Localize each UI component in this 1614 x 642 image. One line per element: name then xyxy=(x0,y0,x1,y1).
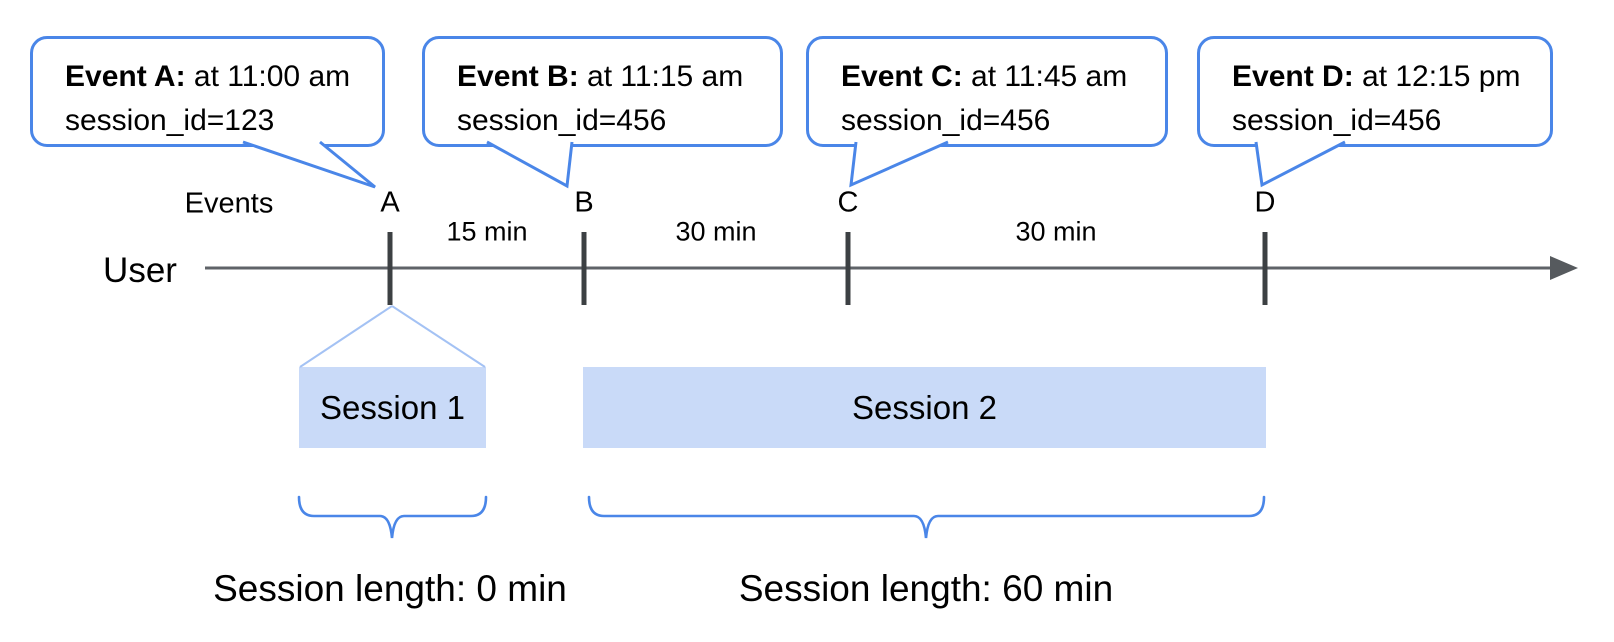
callout-tail-d xyxy=(1254,140,1346,188)
event-marker-b: B xyxy=(574,186,594,219)
event-d-title: Event D: xyxy=(1232,60,1354,93)
funnel-line-left xyxy=(299,305,393,368)
event-d-session-id: session_id=456 xyxy=(1232,104,1442,137)
event-a-session-id: session_id=123 xyxy=(65,104,275,137)
event-b-callout: Event B: at 11:15 am session_id=456 xyxy=(422,36,783,147)
event-c-callout-line1: Event C: at 11:45 am xyxy=(841,55,1165,99)
callout-tail-b xyxy=(486,140,574,189)
event-d-callout: Event D: at 12:15 pm session_id=456 xyxy=(1197,36,1553,147)
event-c-time: at 11:45 am xyxy=(962,60,1128,93)
event-marker-a: A xyxy=(380,186,400,219)
session-2-length-label: Session length: 60 min xyxy=(738,568,1114,609)
events-axis-label: Events xyxy=(184,187,274,220)
event-a-time: at 11:00 am xyxy=(185,60,351,93)
event-marker-c: C xyxy=(837,186,859,219)
interval-c-d-label: 30 min xyxy=(1015,216,1097,247)
event-a-title: Event A: xyxy=(65,60,186,93)
session-2-box: Session 2 xyxy=(583,367,1266,448)
session-1-box: Session 1 xyxy=(299,367,486,448)
event-c-callout: Event C: at 11:45 am session_id=456 xyxy=(806,36,1168,147)
session-2-label: Session 2 xyxy=(852,388,997,426)
funnel-line-right xyxy=(391,305,486,368)
event-c-session-id: session_id=456 xyxy=(841,104,1051,137)
session-1-label: Session 1 xyxy=(320,388,465,426)
brace-session-1 xyxy=(297,495,488,539)
event-b-session-id: session_id=456 xyxy=(457,104,667,137)
event-a-callout: Event A: at 11:00 am session_id=123 xyxy=(30,36,385,147)
event-marker-d: D xyxy=(1254,186,1276,219)
callout-tail-c xyxy=(849,140,949,188)
event-c-title: Event C: xyxy=(841,60,963,93)
timeline-arrowhead-icon xyxy=(1550,256,1578,280)
event-b-callout-line1: Event B: at 11:15 am xyxy=(457,55,780,99)
interval-a-b-label: 15 min xyxy=(446,216,528,247)
interval-b-c-label: 30 min xyxy=(675,216,757,247)
event-d-callout-line1: Event D: at 12:15 pm xyxy=(1232,55,1550,99)
brace-session-2 xyxy=(587,495,1266,539)
user-axis-label: User xyxy=(103,251,177,290)
event-d-time: at 12:15 pm xyxy=(1353,60,1521,93)
event-a-callout-line1: Event A: at 11:00 am xyxy=(65,55,382,99)
event-b-time: at 11:15 am xyxy=(578,60,744,93)
callout-tail-a xyxy=(242,140,376,189)
event-b-title: Event B: xyxy=(457,60,579,93)
session-1-length-label: Session length: 0 min xyxy=(213,568,567,609)
